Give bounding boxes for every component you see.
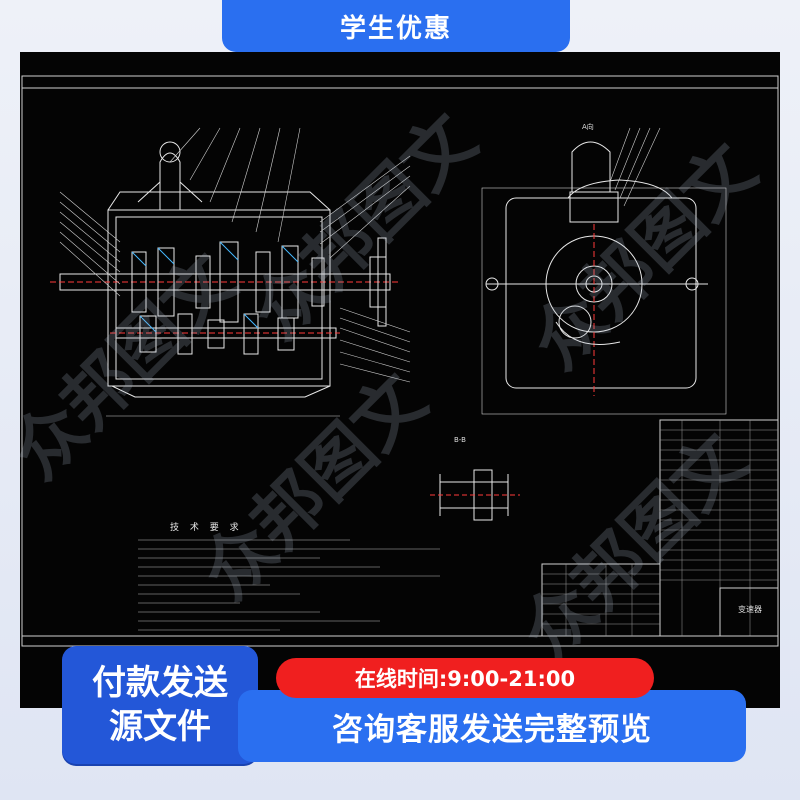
banner-text: 学生优惠	[339, 13, 452, 44]
section-bb-label: B-B	[454, 436, 466, 444]
view-a-label: A向	[582, 123, 594, 131]
consult-service-bar: 咨询客服发送完整预览	[238, 690, 746, 762]
cad-drawing-canvas: A向 B-B 技 术 要 求 变速器 众邦图文 众邦图文 众邦图文 众邦图文 众…	[20, 52, 780, 708]
online-hours-text: 在线时间:9:00-21:00	[354, 667, 576, 691]
badge-line-1: 付款发送	[92, 663, 228, 703]
title-block-name: 变速器	[738, 605, 762, 614]
technical-notes-title: 技 术 要 求	[170, 523, 243, 533]
pay-send-source-badge: 付款发送 源文件	[62, 646, 258, 764]
badge-line-2: 源文件	[109, 707, 211, 747]
online-hours-pill: 在线时间:9:00-21:00	[276, 658, 654, 698]
cad-linework	[21, 75, 779, 647]
student-discount-banner: 学生优惠	[222, 0, 570, 52]
consult-text: 咨询客服发送完整预览	[332, 711, 652, 748]
